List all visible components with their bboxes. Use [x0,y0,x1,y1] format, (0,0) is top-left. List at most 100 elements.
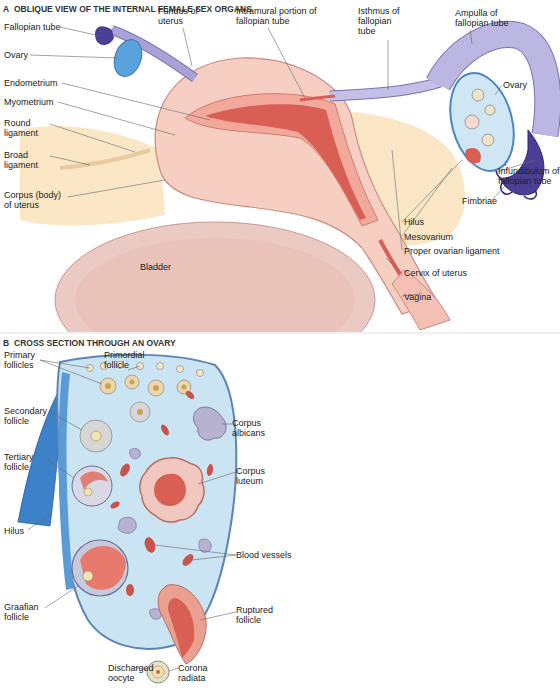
part-label: Infundibulum of fallopian tube [498,166,560,186]
part-label: Hilus [404,217,444,227]
part-label: Primordial follicle [104,350,160,370]
part-label: Round ligament [4,118,50,138]
leader-lines-b [28,512,52,530]
graafian-follicle [72,540,128,596]
blood-vessels [159,423,170,436]
isthmus-outline [330,82,440,96]
follicle [465,115,479,129]
part-label: Myometrium [4,97,66,107]
corpus-luteum [154,474,186,506]
ruptured-follicle [168,598,194,658]
blood-vessels [118,462,132,478]
section-heading: OBLIQUE VIEW OF THE INTERNAL FEMALE SEX … [14,4,252,14]
part-label: Primary follicles [4,350,50,370]
part-label: Intramural portion of fallopian tube [236,6,324,26]
part-label: Isthmus of fallopian tube [358,6,410,36]
part-label: Vagina [404,292,444,302]
part-label: Corpus (body) of uterus [4,190,70,210]
graafian-follicle [83,571,93,581]
leader-lines-a [268,28,305,98]
leader-lines-a [62,83,210,120]
part-label: Ampulla of fallopian tube [455,8,527,28]
leader-lines-b [128,366,140,370]
corpus-albicans [194,407,227,440]
part-label: Secondary follicle [4,406,56,426]
blood-vessels [109,500,121,510]
primary-follicles [100,378,116,394]
primary-follicles [130,380,135,385]
panel-a-art [20,26,548,332]
atretic-bodies [130,448,141,458]
leader-lines-b [222,424,232,425]
blood-vessels [184,389,196,400]
secondary-follicles [80,420,112,452]
leader-lines-a [58,102,175,135]
leader-lines-a [470,30,472,44]
leader-lines-b [40,360,102,384]
blood-vessels [109,389,214,596]
section-heading: B [3,338,9,348]
discharged-oocyte [152,666,164,678]
secondary-follicles [137,409,143,415]
part-label: Hilus [4,526,34,536]
leader-lines-a [388,40,389,90]
leader-lines-b [155,545,236,555]
primordial-follicles [157,363,164,370]
leader-lines-a [50,156,90,165]
leader-lines-a [30,55,118,58]
secondary-follicles [130,402,150,422]
part-label: Graafian follicle [4,602,50,622]
part-label: Fallopian tube [4,22,66,32]
graafian-follicle [72,540,128,596]
leader-lines-b [198,472,236,484]
secondary-follicles [91,431,101,441]
follicle [485,105,495,115]
panel-b-art [18,355,236,683]
ovary-section [57,355,236,649]
part-label: Fimbriae [462,196,507,206]
leader-lines-b [28,360,236,671]
follicle [472,89,484,101]
leader-lines-a [495,85,502,95]
leader-lines-a [60,27,100,36]
graafian-follicle [80,546,126,590]
part-label: Discharged oocyte [108,663,152,683]
leader-lines-b [45,586,78,608]
leader-lines-a [386,258,402,273]
vagina [392,270,450,330]
primary-follicles [125,375,139,389]
part-label: Ovary [503,80,543,90]
section-heading: A [3,4,9,14]
round-ligament [60,150,150,168]
broad-ligament [20,126,165,225]
tertiary-follicle [72,466,112,506]
secondary-follicles [80,402,150,452]
leader-lines-b [45,458,74,478]
uterine-cavity [205,104,366,220]
leader-lines-a [392,150,402,250]
bladder-inner [75,238,355,332]
tertiary-follicle [72,466,112,506]
leader-lines-a [402,160,462,222]
endometrium [185,94,378,226]
panel-divider [0,333,560,334]
ruptured-follicle [158,585,206,664]
blood-vessels [126,584,134,596]
part-label: Broad ligament [4,150,50,170]
primary-follicles [105,383,111,389]
part-label: Mesovarium [404,232,474,242]
leader-lines-b [40,360,90,368]
leader-lines-a [183,28,192,66]
leader-lines-a [68,180,165,197]
leader-lines-b [200,612,236,620]
part-label: Corpus luteum [236,466,284,486]
part-label: Corona radiata [178,663,224,683]
leader-lines-a [50,124,135,152]
primary-follicles [100,375,191,396]
part-label: Endometrium [4,78,66,88]
part-label: Blood vessels [236,550,308,560]
bladder [55,222,375,332]
hilus-edge [59,372,74,590]
